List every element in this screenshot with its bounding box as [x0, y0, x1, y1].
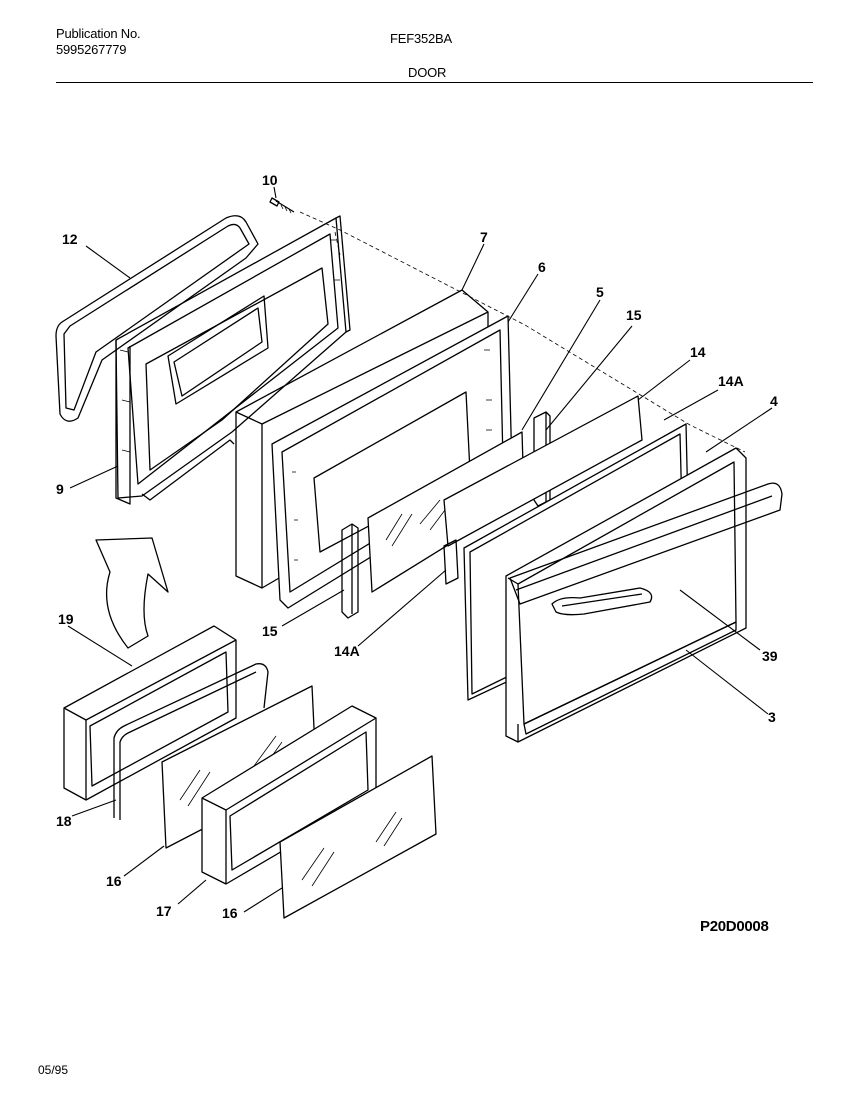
callout-6: 6	[538, 259, 546, 275]
callout-14: 14	[690, 344, 706, 360]
callout-3: 3	[768, 709, 776, 725]
callout-leader-lines	[67, 186, 773, 913]
diagram-id: P20D0008	[700, 918, 769, 935]
part-3-outer-door-frame	[505, 447, 747, 743]
callout-5: 5	[596, 284, 604, 300]
callout-15-lower: 15	[262, 623, 278, 639]
callout-16-lower: 16	[222, 905, 238, 921]
callout-17: 17	[156, 903, 172, 919]
footer-date: 05/95	[38, 1063, 69, 1077]
callout-14a-lower: 14A	[334, 643, 360, 659]
header-rule	[56, 82, 813, 83]
part-14-spacer	[443, 395, 643, 585]
part-12-door-gasket	[55, 215, 259, 422]
callout-39: 39	[762, 648, 778, 664]
callout-9: 9	[56, 481, 64, 497]
publication-label: Publication No.	[56, 26, 141, 41]
part-9-inner-door-panel	[115, 215, 351, 505]
callout-10: 10	[262, 172, 278, 188]
section-title: DOOR	[408, 65, 447, 80]
callout-14a-upper: 14A	[718, 373, 744, 389]
part-15-glass-clip-left	[341, 523, 359, 619]
part-19-glass-frame	[63, 625, 237, 801]
door-handle-bar	[509, 482, 783, 605]
callout-18: 18	[56, 813, 72, 829]
assembly-guide-lines	[299, 211, 746, 453]
direction-arrow	[95, 537, 169, 649]
callout-16-upper: 16	[106, 873, 122, 889]
publication-number: 5995267779	[56, 42, 127, 57]
callout-7: 7	[480, 229, 488, 245]
callout-12: 12	[62, 231, 78, 247]
part-18-wire-gasket	[113, 663, 269, 820]
part-16-glass-lower	[279, 755, 437, 919]
callout-19: 19	[58, 611, 74, 627]
callout-4: 4	[770, 393, 778, 409]
callout-15-upper: 15	[626, 307, 642, 323]
part-39-door-handle	[551, 587, 653, 616]
model-number: FEF352BA	[390, 31, 452, 46]
part-10-screw	[269, 197, 295, 214]
